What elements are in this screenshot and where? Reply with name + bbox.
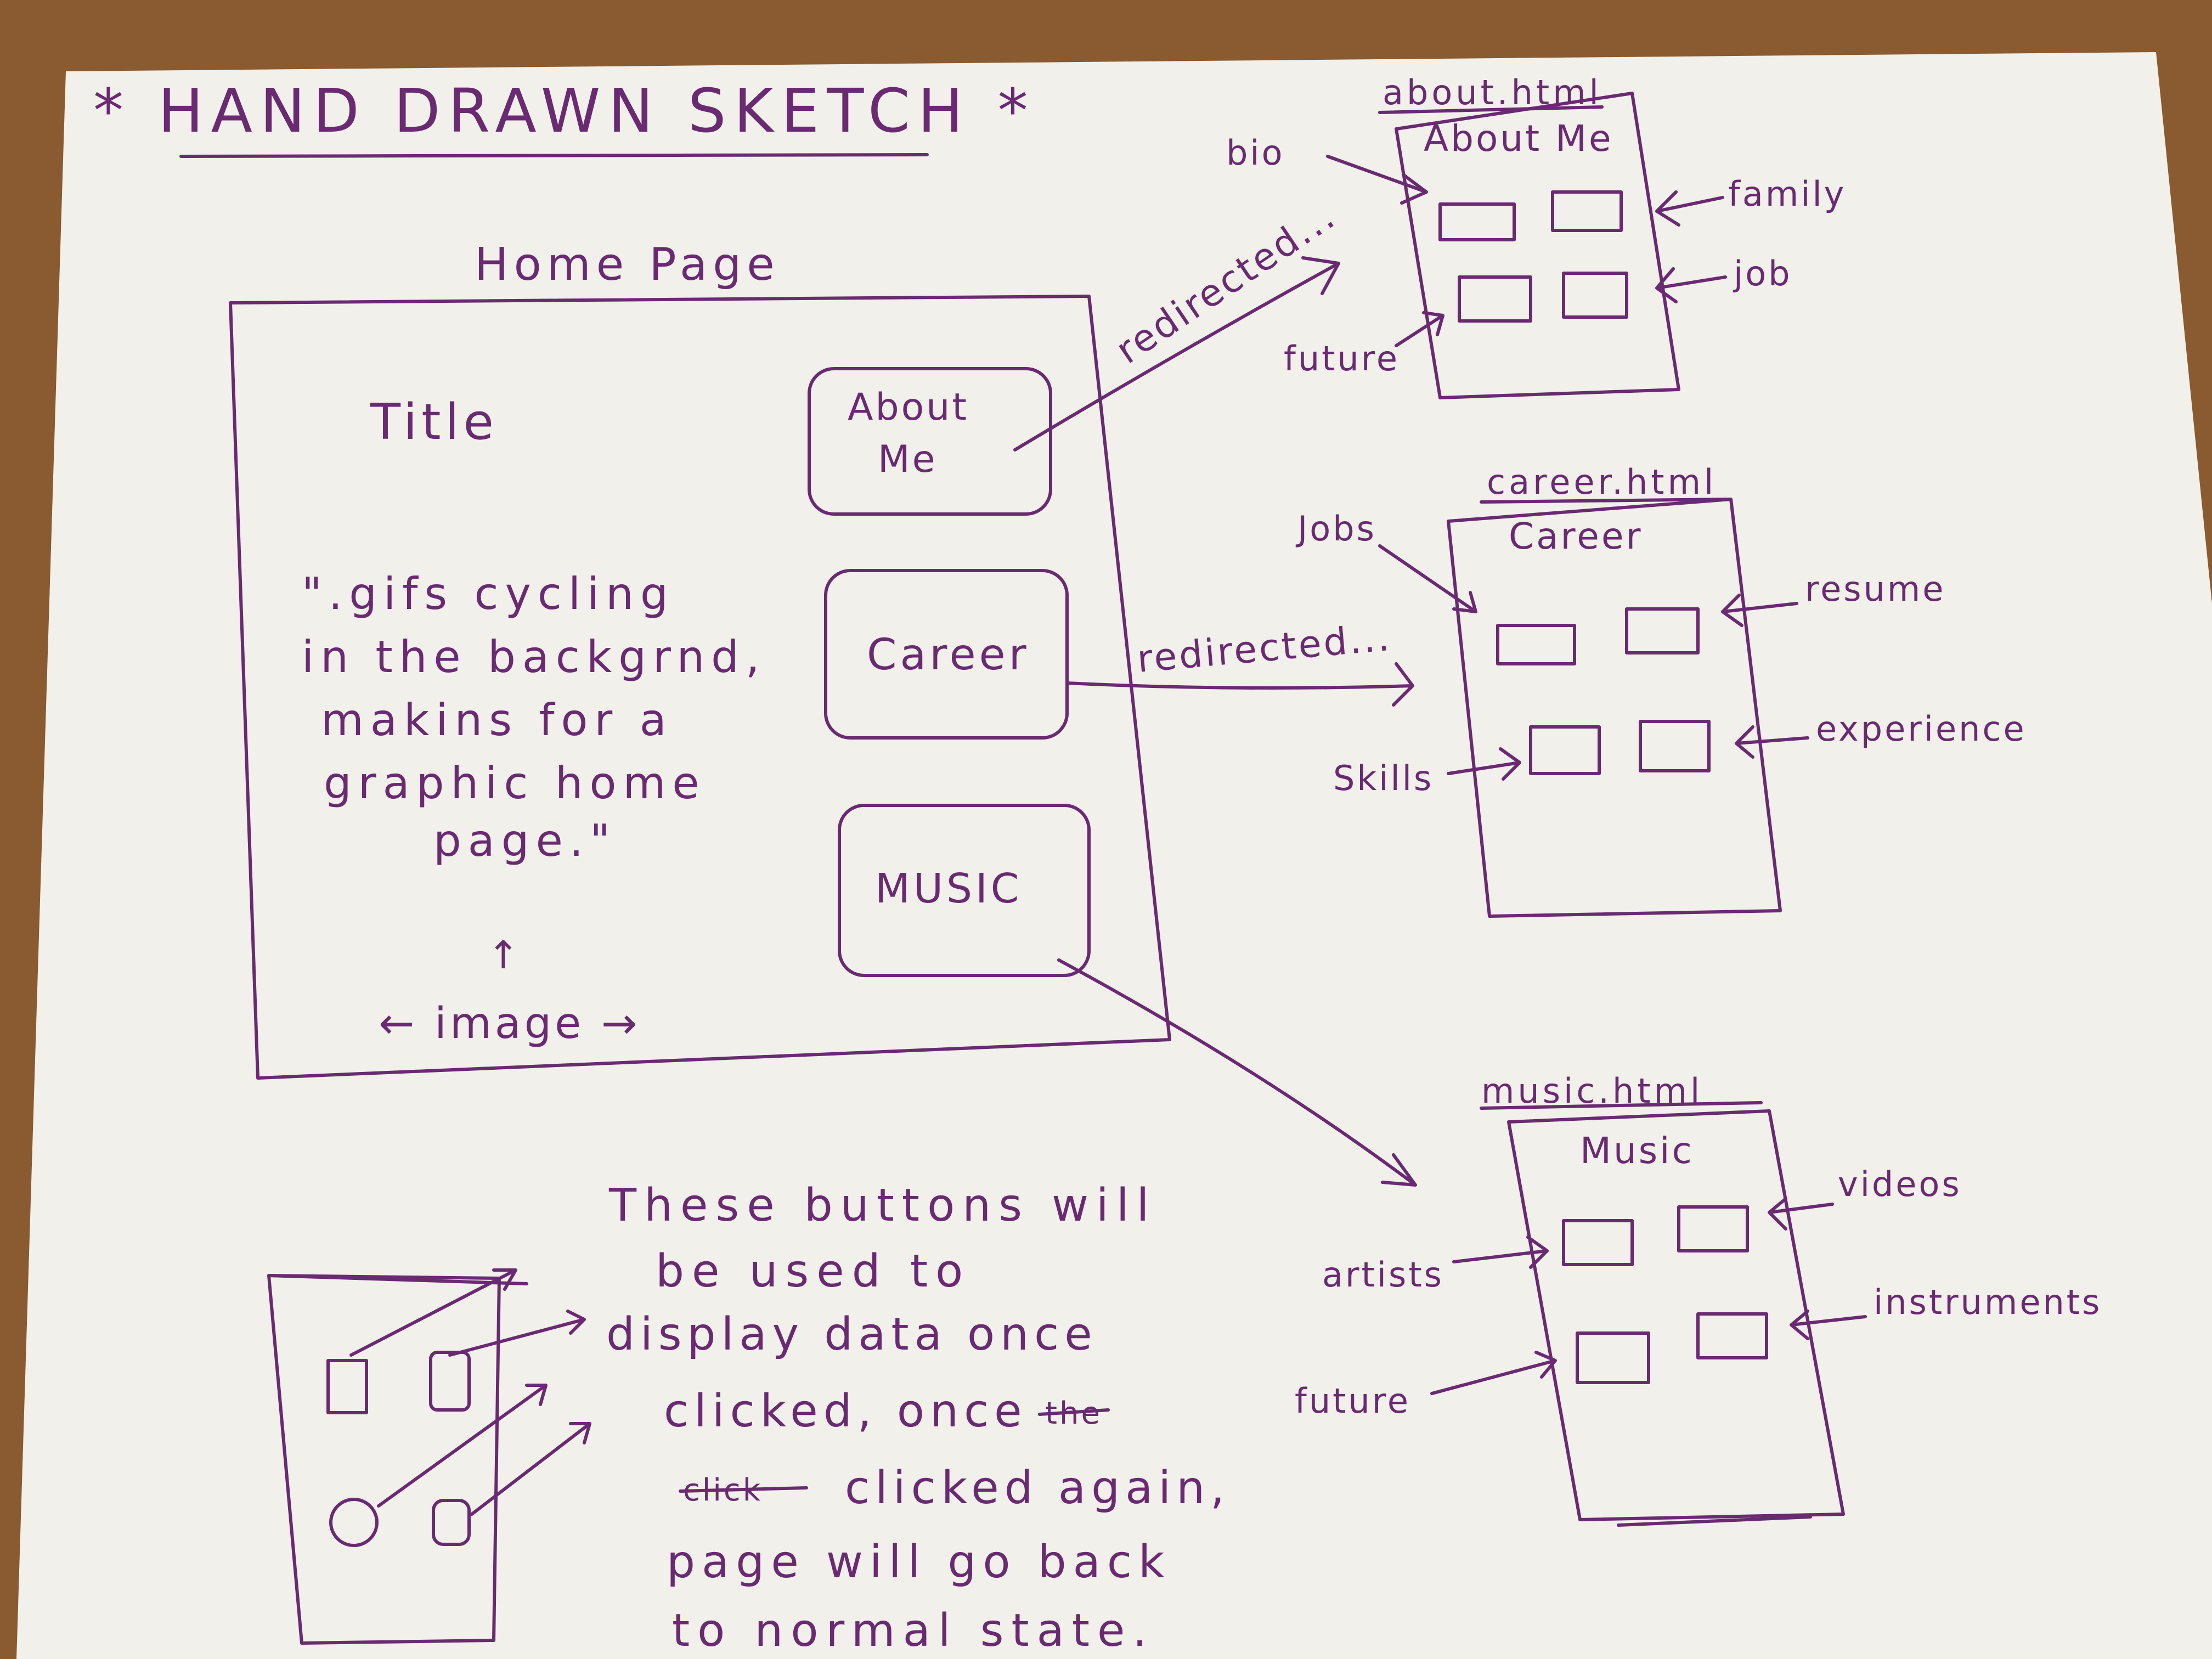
music-artists-label: artists: [1322, 1255, 1444, 1295]
music-artists-box[interactable]: [1562, 1219, 1634, 1266]
career-jobs-box[interactable]: [1496, 624, 1576, 665]
home-page-label: Home Page: [475, 239, 780, 291]
mini-box-top-left[interactable]: [326, 1359, 368, 1414]
about-me-button[interactable]: About Me: [808, 367, 1052, 516]
home-quote: ".gifs cycling in the backgrnd, makins f…: [302, 568, 766, 866]
music-artists-arrow: [1452, 1235, 1549, 1269]
about-bio-label: bio: [1226, 133, 1285, 173]
career-jobs-arrow: [1378, 544, 1477, 613]
career-button-label: Career: [867, 630, 1030, 680]
mini-box-top-right[interactable]: [429, 1351, 471, 1412]
image-label: ← image →: [379, 999, 640, 1048]
about-job-label: job: [1733, 253, 1792, 294]
about-bio-arrow: [1326, 155, 1428, 205]
svg-text:page.": page.": [433, 815, 617, 866]
career-jobs-label: Jobs: [1295, 509, 1376, 549]
music-future-arrow: [1430, 1351, 1557, 1395]
career-resume-box[interactable]: [1625, 607, 1700, 654]
about-future-label: future: [1284, 338, 1400, 379]
redirect-arrow-music: [1057, 958, 1417, 1187]
svg-text:These buttons will: These buttons will: [608, 1180, 1156, 1232]
about-future-arrow: [1395, 311, 1444, 347]
career-page-heading: Career: [1509, 515, 1643, 557]
about-family-label: family: [1728, 174, 1846, 214]
svg-text:page will go back: page will go back: [667, 1536, 1171, 1588]
svg-text:clicked, once: clicked, once: [664, 1385, 1028, 1437]
about-page-buttons: [1438, 190, 1628, 323]
mini-arrow-3: [377, 1384, 548, 1508]
career-resume-label: resume: [1805, 569, 1945, 609]
note-text: These buttons will be used to display da…: [606, 1180, 1230, 1657]
music-filename-underline: [1480, 1101, 1763, 1110]
music-button[interactable]: MUSIC: [838, 804, 1091, 977]
about-future-box[interactable]: [1458, 275, 1532, 323]
title-underline: [179, 153, 929, 158]
mini-box-bottom-left[interactable]: [329, 1498, 379, 1547]
sheet-title: * HAND DRAWN SKETCH *: [93, 76, 1036, 146]
mini-arrow-1: [349, 1268, 517, 1357]
mini-page-top-line: [267, 1274, 528, 1285]
home-page-frame: [229, 295, 1171, 1080]
mini-page-frame: [267, 1274, 501, 1645]
music-instruments-arrow: [1790, 1310, 1867, 1340]
mini-arrow-2: [448, 1310, 586, 1357]
career-resume-arrow: [1721, 594, 1798, 627]
about-page-filename: about.html: [1383, 72, 1602, 112]
career-skills-box[interactable]: [1529, 725, 1601, 775]
music-page-heading: Music: [1580, 1130, 1694, 1172]
career-button[interactable]: Career: [824, 569, 1069, 740]
about-family-box[interactable]: [1551, 190, 1623, 232]
career-experience-label: experience: [1816, 709, 2027, 749]
svg-text:clicked again,: clicked again,: [845, 1462, 1230, 1514]
music-videos-arrow: [1768, 1197, 1834, 1231]
music-page-bottom-bar: [1617, 1515, 1812, 1527]
redirect-arrow-career: [1065, 662, 1414, 707]
music-page-frame: [1507, 1109, 1845, 1521]
music-instruments-box[interactable]: [1696, 1312, 1768, 1359]
music-page-buttons: [1562, 1205, 1768, 1384]
music-instruments-label: instruments: [1874, 1282, 2102, 1322]
career-page-filename: career.html: [1487, 462, 1717, 502]
svg-text:".gifs cycling: ".gifs cycling: [302, 568, 675, 619]
about-job-box[interactable]: [1562, 272, 1628, 319]
redirect-arrow-about: [1013, 256, 1340, 452]
mini-box-bottom-right[interactable]: [432, 1499, 471, 1546]
music-future-box[interactable]: [1576, 1331, 1650, 1384]
svg-text:graphic home: graphic home: [324, 758, 706, 809]
mini-arrow-4: [470, 1422, 591, 1516]
career-page-buttons: [1496, 607, 1711, 775]
about-family-arrow: [1655, 190, 1724, 227]
svg-text:to normal state.: to normal state.: [672, 1605, 1155, 1657]
career-skills-arrow: [1447, 747, 1521, 781]
strike-line-1: [1038, 1408, 1110, 1416]
paper-sheet: [16, 52, 2212, 1659]
career-experience-arrow: [1735, 725, 1809, 759]
about-job-arrow: [1655, 267, 1727, 303]
about-page-frame: [1395, 92, 1680, 399]
career-page-frame: [1447, 498, 1782, 918]
strike-line-2: [679, 1486, 808, 1493]
about-me-button-line2: Me: [878, 438, 938, 481]
music-videos-label: videos: [1838, 1164, 1962, 1204]
svg-text:makins for a: makins for a: [321, 695, 673, 746]
about-me-button-line1: About: [848, 386, 969, 429]
home-title: Title: [370, 393, 498, 451]
svg-text:display data once: display data once: [606, 1308, 1098, 1361]
about-bio-box[interactable]: [1438, 202, 1516, 241]
svg-text:in the backgrnd,: in the backgrnd,: [302, 631, 766, 682]
svg-text:be used to: be used to: [656, 1245, 970, 1297]
career-experience-box[interactable]: [1639, 720, 1711, 772]
career-filename-underline: [1480, 498, 1733, 504]
about-page-heading: About Me: [1424, 117, 1613, 160]
music-videos-box[interactable]: [1677, 1205, 1749, 1252]
struck-words: the click: [679, 1396, 1110, 1508]
about-filename-underline: [1378, 105, 1604, 114]
career-skills-label: Skills: [1333, 758, 1434, 798]
image-up-arrow: ↑: [487, 933, 520, 978]
music-button-label: MUSIC: [875, 865, 1022, 912]
music-future-label: future: [1295, 1381, 1410, 1421]
